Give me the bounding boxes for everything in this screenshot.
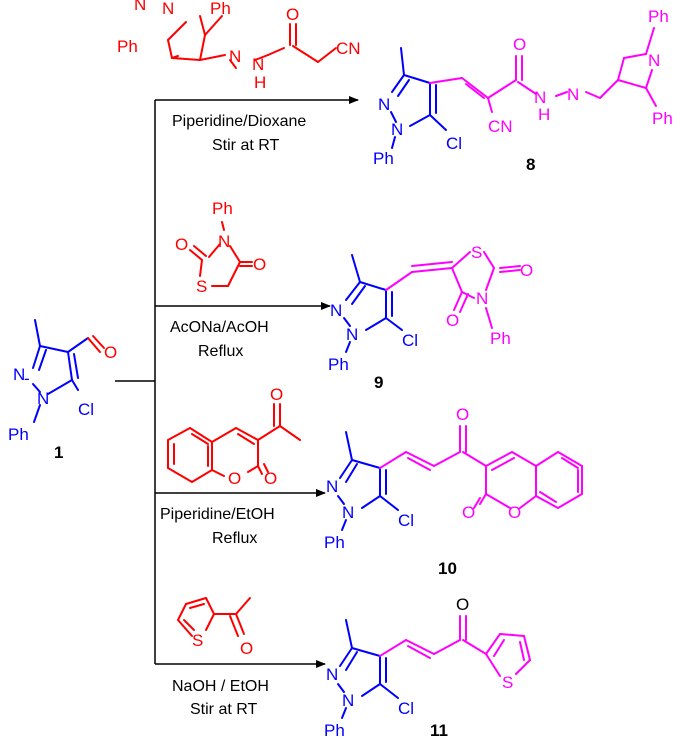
atom-label: Ph xyxy=(324,533,345,552)
conditions-2: AcONa/AcOH Reflux xyxy=(170,319,269,360)
condition-4-line1: NaOH / EtOH xyxy=(172,678,269,695)
atom-label: S xyxy=(196,277,207,296)
conditions-4: NaOH / EtOH Stir at RT xyxy=(172,678,269,718)
reagent-acetylcoumarin: O O O xyxy=(167,385,301,488)
atom-label: O xyxy=(104,343,117,362)
atom-label: N xyxy=(346,325,358,344)
atom-label: N xyxy=(378,95,390,114)
atom-label: Ph xyxy=(373,149,394,168)
conditions-1: Piperidine/Dioxane Stir at RT xyxy=(172,113,306,154)
atom-label: H xyxy=(254,73,266,92)
atom-label: CN xyxy=(488,117,513,136)
atom-label: N xyxy=(476,289,488,308)
atom-label: N xyxy=(534,88,546,107)
compound-9: S O N O Ph N N Cl Ph 9 xyxy=(328,243,533,392)
atom-label: Ph xyxy=(8,425,29,444)
atom-label: N xyxy=(218,232,230,251)
condition-4-line2: Stir at RT xyxy=(190,701,258,718)
atom-label: N xyxy=(567,85,579,104)
reagent-acetylthiophene: S O xyxy=(177,597,253,658)
atom-label: O xyxy=(456,595,469,614)
atom-label: S xyxy=(471,243,482,262)
atom-label: N xyxy=(342,503,354,522)
atom-label: O xyxy=(462,503,475,522)
condition-1-line2: Stir at RT xyxy=(212,137,280,154)
atom-label: O xyxy=(446,311,459,330)
atom-label: Ph xyxy=(648,7,669,26)
atom-label: O xyxy=(520,261,533,280)
atom-label: N xyxy=(162,0,174,18)
atom-label: N xyxy=(326,477,338,496)
reagent-thiazolidinedione: Ph N O O S xyxy=(175,199,266,296)
compound-10: O O O N N Cl Ph 10 xyxy=(324,405,583,578)
atom-label: O xyxy=(228,469,241,488)
atom-label: S xyxy=(192,631,203,650)
atom-label: O xyxy=(270,385,283,404)
atom-label: Ph xyxy=(210,0,231,18)
svg-text:-: - xyxy=(24,369,30,388)
atom-label: Cl xyxy=(398,699,414,718)
atom-label: Ph xyxy=(324,721,345,740)
atom-label: O xyxy=(240,639,253,658)
atom-label: Cl xyxy=(398,511,414,530)
condition-1-line1: Piperidine/Dioxane xyxy=(172,113,306,130)
atom-label: Ph xyxy=(117,37,138,56)
conditions-3: Piperidine/EtOH Reflux xyxy=(160,506,275,547)
reagent-hydrazone: N N Ph Ph N N H O CN xyxy=(117,0,361,92)
atom-label: Ph xyxy=(652,109,673,128)
atom-label: O xyxy=(253,255,266,274)
compound-number: 1 xyxy=(54,443,63,462)
atom-label: N xyxy=(330,301,342,320)
condition-3-line2: Reflux xyxy=(212,530,257,547)
compound-8: O N H N CN N Ph Ph N N Cl Ph 8 xyxy=(373,7,673,174)
atom-label: N xyxy=(391,120,403,139)
atom-label: Ph xyxy=(328,355,349,374)
compound-number: 8 xyxy=(526,155,535,174)
atom-label: N xyxy=(252,55,264,74)
condition-2-line2: Reflux xyxy=(198,343,243,360)
atom-label: Ph xyxy=(212,199,233,218)
atom-label: CN xyxy=(336,39,361,58)
compound-number: 10 xyxy=(438,559,457,578)
atom-label: Cl xyxy=(402,331,418,350)
atom-label: S xyxy=(502,673,513,692)
atom-label: N xyxy=(326,665,338,684)
atom-label: N xyxy=(13,365,25,384)
atom-label: O xyxy=(513,35,526,54)
atom-label: N xyxy=(342,691,354,710)
atom-label: H xyxy=(538,105,550,124)
atom-label: N xyxy=(37,389,49,408)
compound-number: 11 xyxy=(430,721,448,740)
atom-label: Cl xyxy=(78,400,94,419)
compound-11: O S N N Cl Ph 11 xyxy=(324,595,531,740)
atom-label: O xyxy=(286,5,299,24)
atom-label: O xyxy=(456,405,469,424)
svg-text:N: N xyxy=(134,0,146,14)
compound-number: 9 xyxy=(374,373,383,392)
compound-1: O N - N Cl Ph 1 xyxy=(8,319,117,462)
condition-3-line1: Piperidine/EtOH xyxy=(160,506,275,523)
atom-label: N xyxy=(229,47,241,66)
scheme-arrows xyxy=(115,96,359,668)
atom-label: O xyxy=(175,235,188,254)
atom-label: N xyxy=(648,51,660,70)
atom-label: O xyxy=(508,503,521,522)
atom-label: Ph xyxy=(490,329,511,348)
condition-2-line1: AcONa/AcOH xyxy=(170,319,269,336)
atom-label: O xyxy=(264,469,277,488)
atom-label: Cl xyxy=(446,134,462,153)
